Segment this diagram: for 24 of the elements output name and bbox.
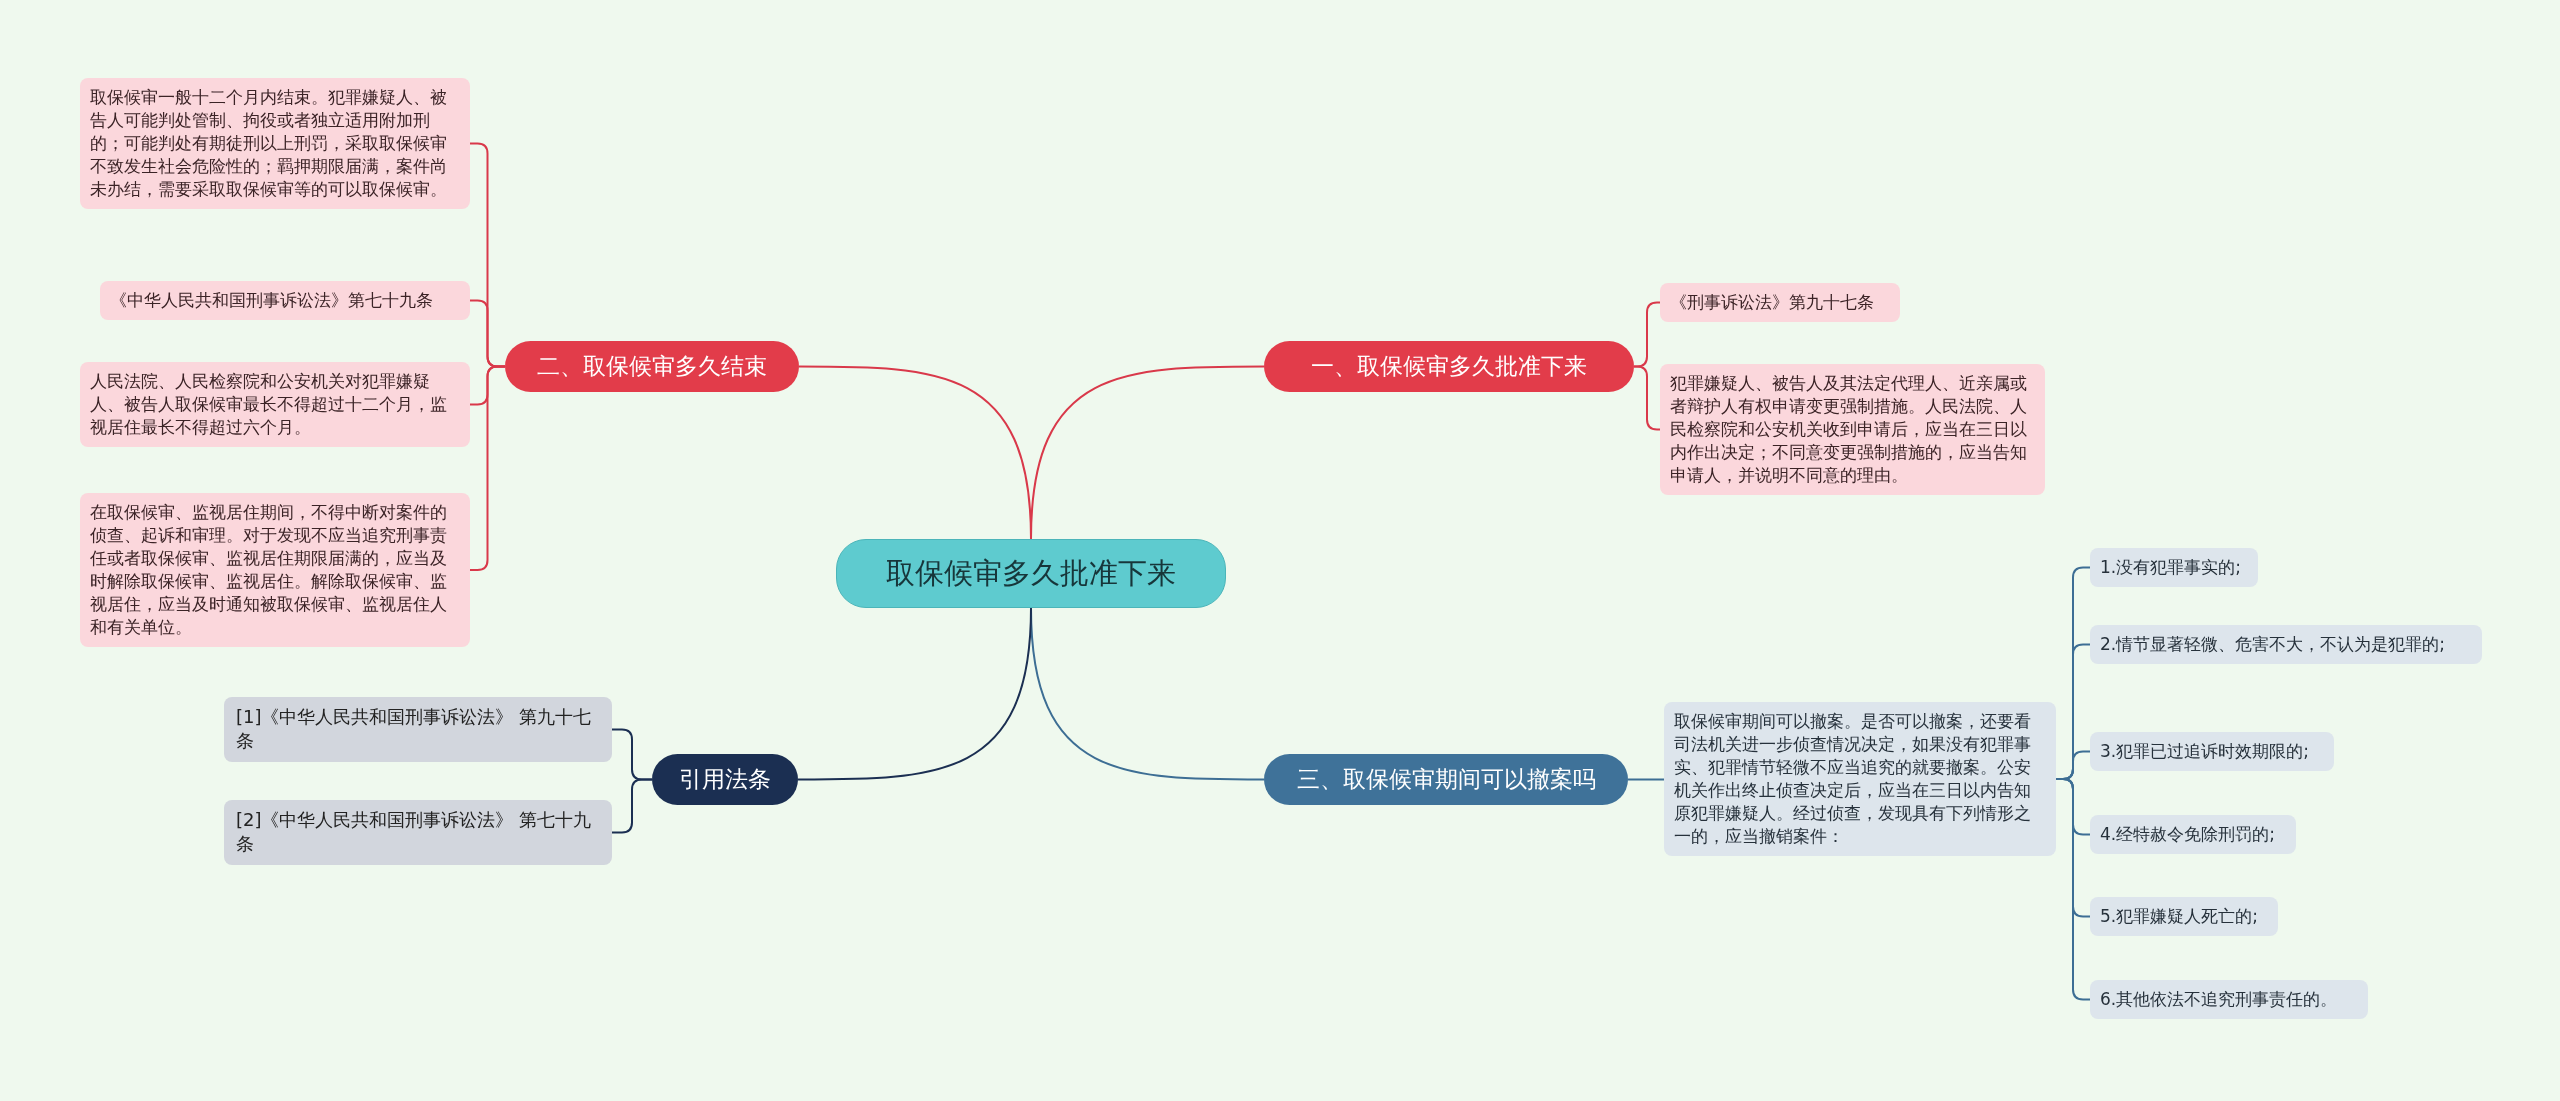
list-item-box: 2.情节显著轻微、危害不大，不认为是犯罪的; <box>2090 625 2482 664</box>
list-item-box: 4.经特赦令免除刑罚的; <box>2090 815 2296 854</box>
list-item-box: 1.没有犯罪事实的; <box>2090 548 2258 587</box>
branch-topic: 一、取保候审多久批准下来 <box>1264 341 1634 393</box>
connector-line <box>797 607 1032 781</box>
reference-box: [2]《中华人民共和国刑事诉讼法》 第七十九条 <box>224 800 612 865</box>
branch-topic: 二、取保候审多久结束 <box>505 341 799 393</box>
note-box: 在取保候审、监视居住期间，不得中断对案件的侦查、起诉和审理。对于发现不应当追究刑事责任或者取保候审、监视居住期限届满的，应当及时解除取保候审、监视居住。解除取保候审、监视居住，应当及时通知被取保候审、监视居住人和有关单位。 <box>80 493 470 647</box>
note-box: 取保候审期间可以撤案。是否可以撤案，还要看司法机关进一步侦查情况决定，如果没有犯罪事实、犯罪情节轻微不应当追究的就要撤案。公安机关作出终止侦查决定后，应当在三日以内告知原犯罪嫌疑人。经过侦查，发现具有下列情形之一的，应当撤销案件： <box>1664 702 2056 856</box>
connector-line <box>798 365 1032 540</box>
note-box: 《中华人民共和国刑事诉讼法》第七十九条 <box>100 281 470 320</box>
list-item-box: 5.犯罪嫌疑人死亡的; <box>2090 897 2278 936</box>
note-box: 《刑事诉讼法》第九十七条 <box>1660 283 1900 322</box>
branch-topic: 引用法条 <box>652 754 798 806</box>
connector-line <box>1633 365 1661 431</box>
reference-box: [1]《中华人民共和国刑事诉讼法》 第九十七条 <box>224 697 612 762</box>
central-topic: 取保候审多久批准下来 <box>836 539 1226 609</box>
connector-line <box>1627 778 1665 781</box>
branch-topic: 三、取保候审期间可以撤案吗 <box>1264 754 1628 806</box>
list-item-box: 6.其他依法不追究刑事责任的。 <box>2090 980 2368 1019</box>
note-box: 人民法院、人民检察院和公安机关对犯罪嫌疑人、被告人取保候审最长不得超过十二个月，监视居住最长不得超过六个月。 <box>80 362 470 447</box>
note-box: 犯罪嫌疑人、被告人及其法定代理人、近亲属或者辩护人有权申请变更强制措施。人民法院、人民检察院和公安机关收到申请后，应当在三日以内作出决定；不同意变更强制措施的，应当告知申请人，并说明不同意的理由。 <box>1660 364 2045 495</box>
list-item-box: 3.犯罪已过追诉时效期限的; <box>2090 732 2334 771</box>
note-box: 取保候审一般十二个月内结束。犯罪嫌疑人、被告人可能判处管制、拘役或者独立适用附加刑的；可能判处有期徒刑以上刑罚，采取取保候审不致发生社会危险性的；羁押期限届满，案件尚未办结，需要采取取保候审等的可以取保候审。 <box>80 78 470 209</box>
